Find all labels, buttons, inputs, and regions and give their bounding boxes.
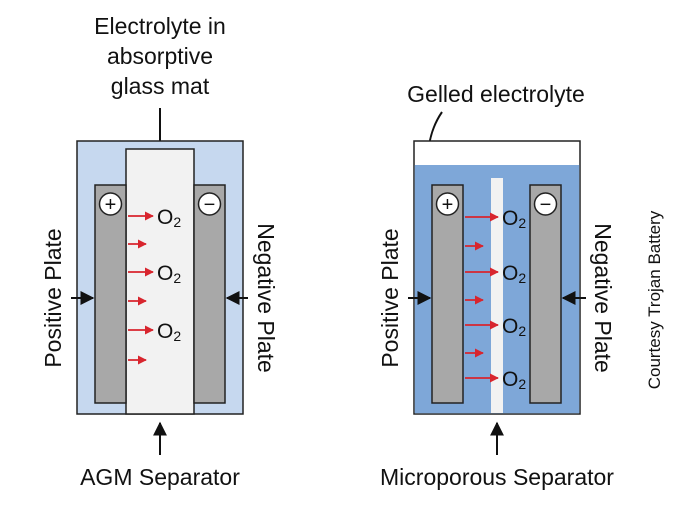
agm-oxygen-label: O2 xyxy=(157,206,181,230)
agm-oxygen-label: O2 xyxy=(157,320,181,344)
gel-plus-terminal xyxy=(435,192,460,216)
agm-plus-terminal xyxy=(98,192,123,216)
gel-microporous-separator xyxy=(491,178,503,413)
agm-positive-plate xyxy=(94,184,127,404)
agm-plus-symbol: + xyxy=(105,194,117,216)
gel-minus-symbol: − xyxy=(540,194,552,216)
credit-text: Courtesy Trojan Battery xyxy=(645,210,664,389)
agm-negative-plate xyxy=(193,184,226,404)
agm-oxygen-label: O2 xyxy=(157,262,181,286)
gel-top-label: Gelled electrolyte xyxy=(407,81,585,107)
agm-positive-plate-label: Positive Plate xyxy=(40,228,66,367)
gel-oxygen-label: O2 xyxy=(502,207,526,231)
agm-top-label-line1: Electrolyte in xyxy=(94,13,226,39)
agm-diagram: Electrolyte in absorptive glass mat + − … xyxy=(40,13,279,490)
agm-minus-symbol: − xyxy=(204,194,216,216)
gel-oxygen-label: O2 xyxy=(502,368,526,392)
gel-oxygen-label: O2 xyxy=(502,315,526,339)
gel-diagram: Gelled electrolyte + − O2 O2 O2 O2 Posit… xyxy=(377,81,616,490)
gel-positive-plate-label: Positive Plate xyxy=(377,228,403,367)
gel-plus-symbol: + xyxy=(442,194,454,216)
gel-bottom-label: Microporous Separator xyxy=(380,464,614,490)
agm-glass-mat xyxy=(125,148,195,415)
gel-negative-plate xyxy=(529,184,562,404)
agm-top-label-line2: absorptive xyxy=(107,43,213,69)
gel-negative-plate-label: Negative Plate xyxy=(590,223,616,373)
gel-positive-plate xyxy=(431,184,464,404)
agm-bottom-label: AGM Separator xyxy=(80,464,240,490)
agm-top-label-line3: glass mat xyxy=(111,73,210,99)
gel-oxygen-label: O2 xyxy=(502,262,526,286)
agm-minus-terminal xyxy=(197,192,222,216)
agm-negative-plate-label: Negative Plate xyxy=(253,223,279,373)
gel-minus-terminal xyxy=(533,192,558,216)
